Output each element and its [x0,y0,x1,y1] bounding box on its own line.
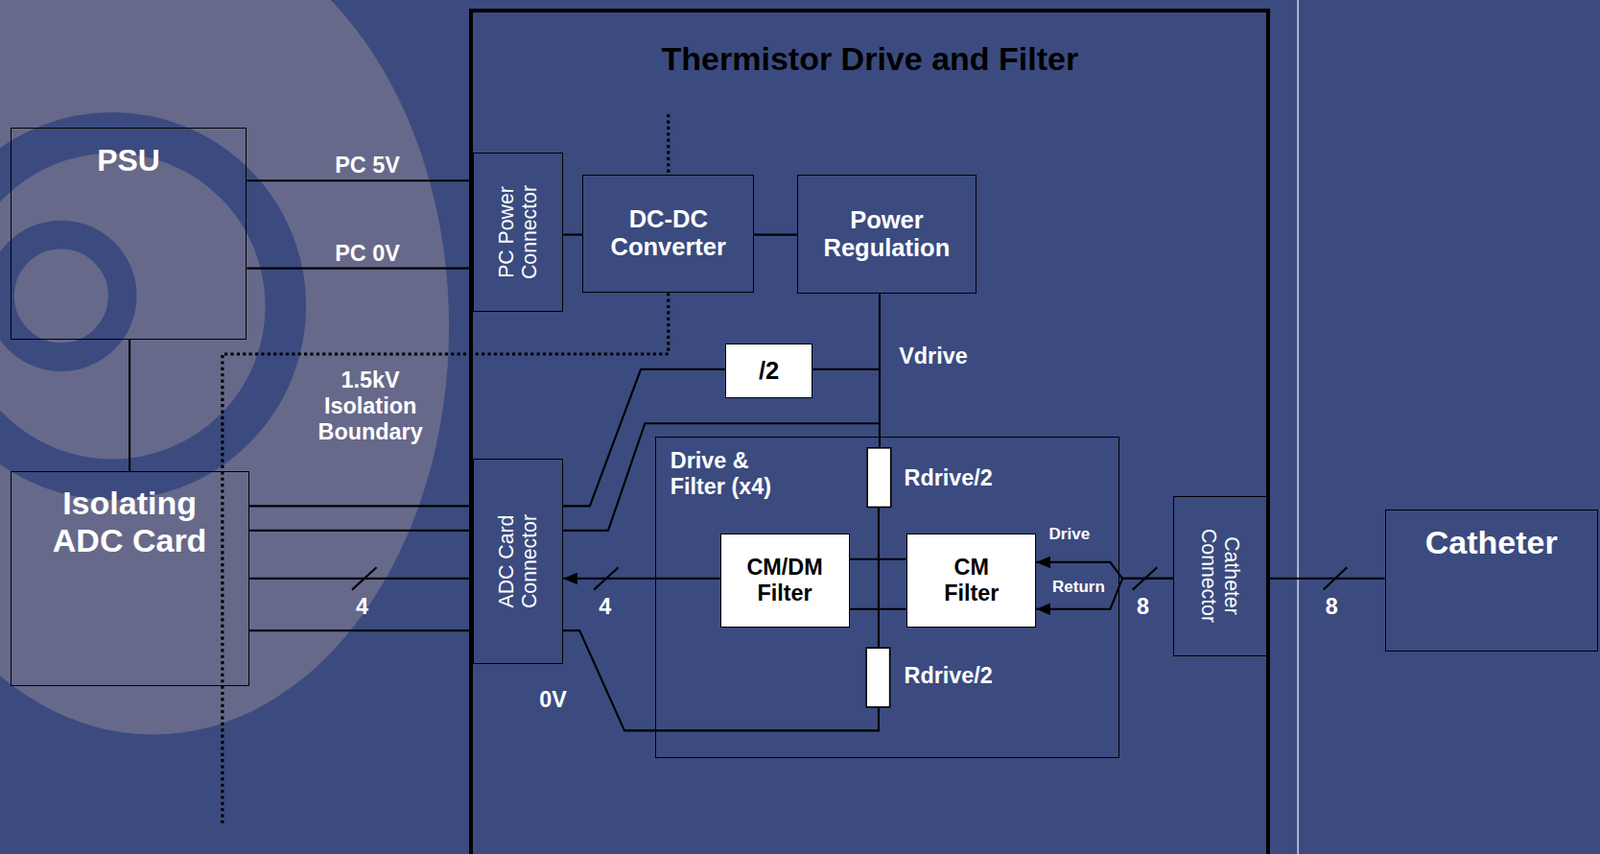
vdrive-wire [878,436,881,448]
connector-layer [129,180,1385,631]
module-title: Thermistor Drive and Filter [660,40,1079,78]
divider-box: /2 [725,343,812,398]
resistor-symbol [867,447,891,508]
filter-node-wire [877,506,880,648]
edge-label: PC 0V [334,239,400,266]
adc-card-box: Isolating ADC Card [10,470,250,685]
swirl-inner [0,235,123,358]
filter-box: CM Filter [906,533,1036,629]
photo-watermark [0,0,449,735]
connector-line [128,339,131,471]
resistor-label: Rdrive/2 [904,464,993,491]
connector-line [246,267,472,270]
connector-line [563,577,720,580]
connector-line [1035,578,1174,610]
box-label: Drive & Filter (x4) [670,447,794,500]
filter-box: CM/DM Filter [720,533,850,629]
box-label: DC-DC Converter [591,205,746,262]
edge-label: 4 [355,592,369,619]
vdrive-sense-wire [563,423,880,531]
box-label: Catheter Connector [1197,504,1245,648]
connector-box: ADC Card Connector [472,458,565,664]
connector-line [849,558,908,561]
edge-label: 4 [598,592,612,619]
box-label: Power Regulation [804,206,968,263]
isolation-line [222,292,669,826]
connector-line [563,234,583,236]
converter-box: DC-DC Converter [582,174,754,293]
connector-line [753,234,798,236]
bus-width: 8 [1136,592,1150,619]
connector-line [249,529,473,532]
isolation-line [666,114,670,175]
box-label: ADC Card Connector [494,494,542,628]
resistor-label: Rdrive/2 [904,661,993,688]
regulator-box: Power Regulation [797,174,977,294]
wires [352,369,1347,730]
signal-name: Vdrive [898,343,967,370]
edge-label: Drive [1049,524,1091,544]
connector-box: PC Power Connector [472,152,565,312]
connector-line [249,577,473,580]
box-label: PSU [96,142,161,179]
box-label: Catheter [1425,523,1558,562]
resistor-symbol [866,647,890,707]
psu-box: PSU [10,127,248,340]
connector-line [249,504,473,507]
divider-line [1296,0,1299,854]
isolation-boundary [222,114,669,826]
catheter-box: Catheter [1385,509,1599,653]
signal-name: 0V [539,686,567,713]
channel-group: CM/DM Filter CM Filter Drive & Filter (x4) [655,436,1120,758]
half-tap-wire [812,368,880,371]
connector-line [1035,562,1174,579]
edge-label: Return [1052,578,1106,598]
swirl-ring [0,132,286,480]
box-label: CM/DM Filter [733,554,836,607]
background-illustration [0,0,449,735]
connector-line [878,293,881,437]
box-label: /2 [758,356,779,385]
connector-box: Catheter Connector [1173,495,1268,657]
boundary-label: 1.5kV Isolation Boundary [299,367,443,446]
connector-line [249,629,473,632]
connector-line [1267,577,1385,580]
box-label: PC Power Connector [494,161,542,305]
connector-line [849,608,908,611]
connector-line [246,179,472,182]
edge-label: PC 5V [334,152,400,179]
zero-volt-wire [563,630,879,730]
box-label: CM Filter [930,554,1012,607]
module-housing: PC Power Connector DC-DC Converter Power R… [469,8,1271,854]
box-label: Isolating ADC Card [27,484,233,560]
edge-label: 8 [1325,592,1339,619]
